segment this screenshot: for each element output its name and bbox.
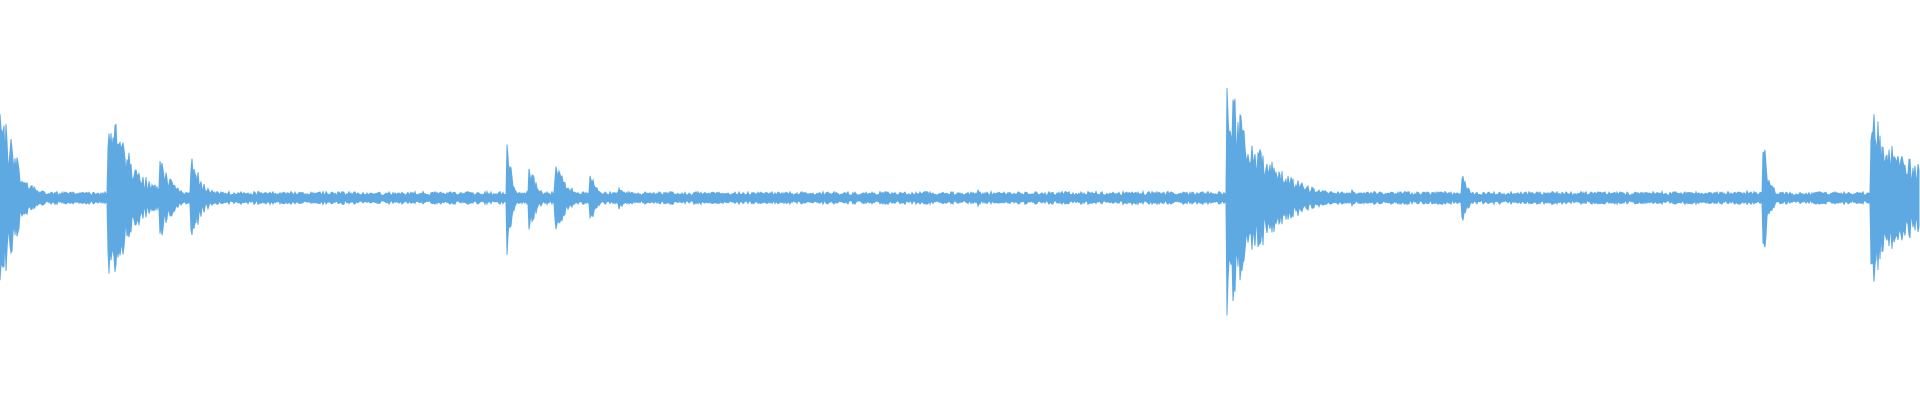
waveform-path [0, 88, 1920, 316]
